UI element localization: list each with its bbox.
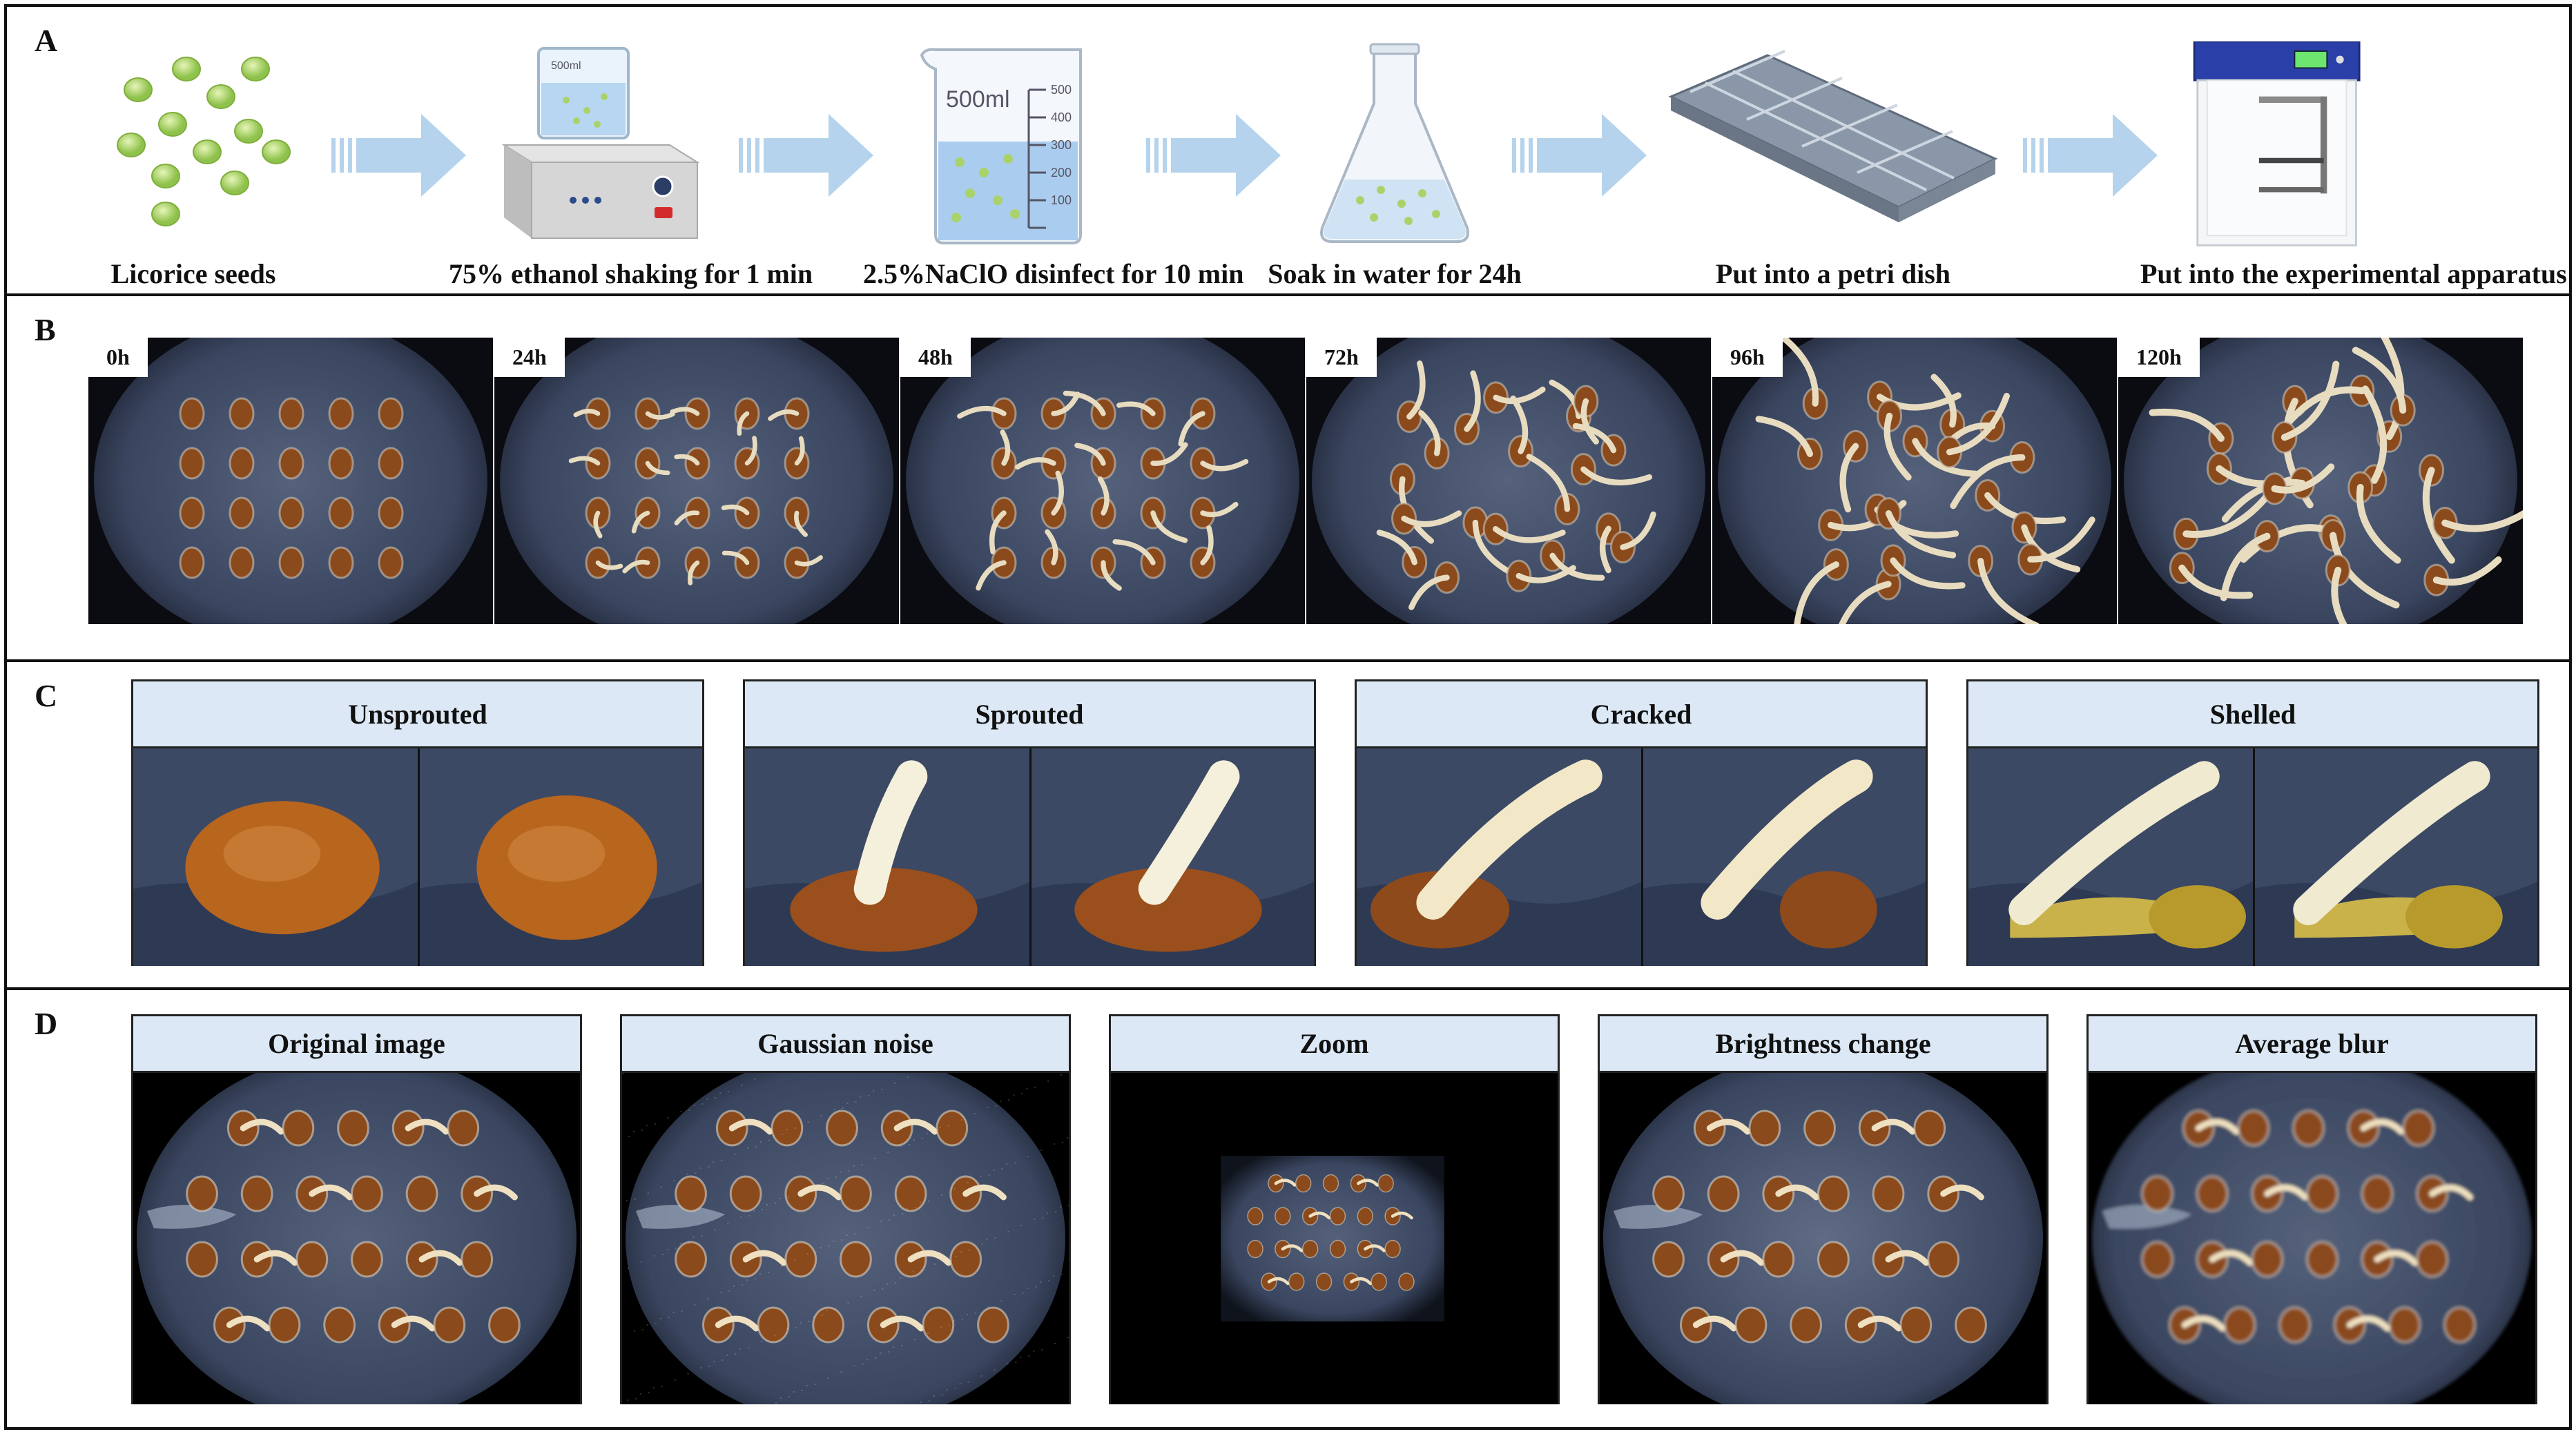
augmentation-title: Zoom [1111, 1016, 1558, 1073]
seed-closeup-photo [133, 748, 418, 966]
seed-closeup-photo [745, 748, 1029, 966]
tick-label: 200 [1051, 166, 1072, 180]
step-experimental-apparatus: Put into the experimental apparatus [2140, 28, 2567, 290]
category-panel: Unsprouted [131, 679, 704, 966]
germination-photo [1718, 338, 2111, 624]
time-label: 120h [2118, 338, 2200, 377]
germination-photo [906, 338, 1299, 624]
step-licorice-seeds: Licorice seeds [90, 28, 297, 290]
augmentation-panel: Average blur [2086, 1014, 2537, 1404]
augmentation-title: Gaussian noise [622, 1016, 1069, 1073]
augmented-photo [622, 1073, 1069, 1404]
tick-label: 100 [1051, 193, 1072, 207]
time-frame: 96h [1712, 338, 2117, 624]
augmentation-title: Average blur [2089, 1016, 2535, 1073]
augmented-photo [1111, 1073, 1558, 1404]
divider [1029, 748, 1032, 966]
germination-photo [500, 338, 893, 624]
augmentation-title: Brightness change [1600, 1016, 2046, 1073]
seed-closeup-photo [1357, 748, 1641, 966]
germination-photo [94, 338, 487, 624]
time-frame: 120h [2118, 338, 2523, 624]
category-panel: Sprouted [743, 679, 1316, 966]
step-caption: 75% ethanol shaking for 1 min [449, 258, 813, 289]
augmented-photo [133, 1073, 580, 1404]
step-caption: Put into the experimental apparatus [2140, 258, 2567, 289]
panel-b-label: B [35, 312, 56, 347]
time-frame: 24h [494, 338, 899, 624]
step-soak-water: Soak in water for 24h [1268, 28, 1522, 290]
panel-a: A Licorice seeds [7, 7, 2569, 293]
augmented-photo [1600, 1073, 2046, 1404]
step-naclo-disinfect: 500ml 500 400 300 200 100 2.5%NaClO disi… [863, 28, 1243, 290]
beaker-volume-label: 500ml [946, 86, 1010, 113]
time-label: 48h [900, 338, 971, 377]
panel-c: C Unsprouted Sprouted Cracked Shelled [7, 659, 2569, 987]
panel-d: D Original image Gaussian noise Zoom Bright… [7, 987, 2569, 1433]
panel-a-label: A [35, 23, 58, 58]
germination-photo [2124, 338, 2523, 624]
erlenmeyer-flask-icon [1320, 43, 1469, 243]
category-title: Shelled [1968, 681, 2537, 748]
category-title: Unsprouted [133, 681, 702, 748]
divider [1641, 748, 1643, 966]
petri-tray-icon [1668, 50, 1998, 222]
panel-c-label: C [35, 678, 58, 713]
seed-closeup-photo [1968, 748, 2253, 966]
step-petri-dish: Put into a petri dish [1664, 28, 2002, 290]
category-title: Sprouted [745, 681, 1314, 748]
figure: A Licorice seeds [4, 4, 2572, 1430]
seed-closeup-photo [1029, 748, 1314, 966]
augmented-photo [2089, 1073, 2535, 1404]
tick-label: 300 [1051, 138, 1072, 152]
time-label: 96h [1712, 338, 1783, 377]
augmentation-panel: Gaussian noise [620, 1014, 1071, 1404]
seed-closeup-photo [1641, 748, 1926, 966]
category-panel: Cracked [1355, 679, 1928, 966]
augmentation-panel: Brightness change [1598, 1014, 2049, 1404]
arrow-right-icon [1146, 114, 1281, 197]
tick-label: 400 [1051, 110, 1072, 124]
step-ethanol-shaking: 500ml 75% ethanol shaking for 1 min [449, 28, 813, 290]
arrow-right-icon [2023, 114, 2158, 197]
panel-b: B 0h 24h 48h 72h 96h 120h [7, 293, 2569, 659]
augmentation-panel: Zoom [1109, 1014, 1560, 1404]
arrow-right-icon [1512, 114, 1647, 197]
beaker-volume-label: 500ml [551, 60, 581, 72]
divider [418, 748, 420, 966]
arrow-right-icon [331, 114, 466, 197]
time-label: 72h [1306, 338, 1377, 377]
germination-photo [1312, 338, 1705, 624]
time-frame: 48h [900, 338, 1305, 624]
panel-d-label: D [35, 1006, 58, 1041]
time-frame: 0h [88, 338, 493, 624]
step-caption: Licorice seeds [110, 258, 276, 289]
germination-chamber-icon [2193, 41, 2361, 246]
time-label: 24h [494, 338, 565, 377]
tick-label: 500 [1051, 83, 1072, 97]
arrow-right-icon [739, 114, 873, 197]
seed-closeup-photo [418, 748, 702, 966]
category-title: Cracked [1357, 681, 1926, 748]
magnetic-stirrer-beaker-icon: 500ml [501, 47, 700, 239]
category-panel: Shelled [1966, 679, 2539, 966]
time-label: 0h [88, 338, 148, 377]
time-frame: 72h [1306, 338, 1711, 624]
augmentation-panel: Original image [131, 1014, 582, 1404]
seed-closeup-photo [2253, 748, 2537, 966]
step-caption: 2.5%NaClO disinfect for 10 min [863, 258, 1244, 289]
beaker-icon: 500ml 500 400 300 200 100 [920, 48, 1082, 244]
step-caption: Put into a petri dish [1715, 258, 1951, 289]
divider [2253, 748, 2255, 966]
augmentation-title: Original image [133, 1016, 580, 1073]
seeds-icon [117, 57, 291, 226]
step-caption: Soak in water for 24h [1268, 258, 1522, 289]
